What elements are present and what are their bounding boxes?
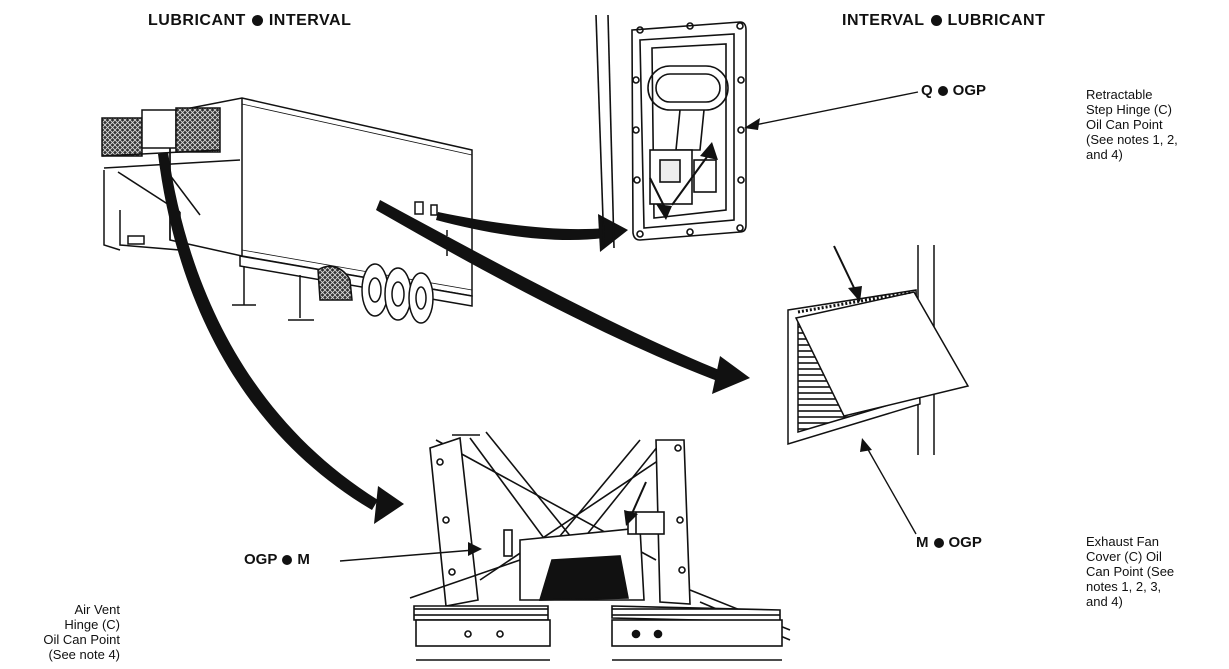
step-hinge-code: Q OGP — [921, 82, 986, 99]
header-left-lubricant: LUBRICANT — [148, 12, 246, 29]
exhaust-fan-detail — [787, 245, 970, 535]
fan-cover-interval: M — [916, 534, 929, 551]
note-line: Step Hinge (C) — [1086, 102, 1172, 117]
note-line: (See notes 1, 2, — [1086, 132, 1178, 147]
vent-hinge-code: OGP M — [244, 551, 310, 568]
step-hinge-interval: Q — [921, 82, 933, 99]
step-hinge-lubricant: OGP — [952, 82, 987, 99]
header-left-interval: INTERVAL — [268, 12, 352, 29]
note-line: Cover (C) Oil — [1086, 549, 1162, 564]
bullet-dot-icon — [937, 86, 948, 96]
fan-cover-note: Exhaust Fan Cover (C) Oil Can Point (See… — [1086, 534, 1174, 609]
note-line: Oil Can Point — [1086, 117, 1163, 132]
note-line: Retractable — [1086, 87, 1153, 102]
header-left: LUBRICANT INTERVAL — [148, 12, 351, 30]
note-line: Exhaust Fan — [1086, 534, 1159, 549]
note-line: Hinge (C) — [64, 617, 120, 632]
note-line: and 4) — [1086, 594, 1123, 609]
fan-cover-code: M OGP — [916, 534, 982, 551]
bullet-dot-icon — [251, 15, 263, 26]
header-right-lubricant: LUBRICANT — [947, 12, 1046, 29]
trailer-drawing — [101, 97, 473, 324]
vent-hinge-leader — [339, 542, 482, 562]
step-hinge-note: Retractable Step Hinge (C) Oil Can Point… — [1086, 87, 1178, 162]
bullet-dot-icon — [933, 538, 944, 548]
note-line: Can Point (See — [1086, 564, 1175, 579]
bullet-dot-icon — [282, 555, 293, 565]
vent-hinge-interval: M — [297, 551, 310, 568]
vent-hinge-lubricant: OGP — [244, 551, 278, 568]
note-line: Air Vent — [74, 602, 120, 617]
step-hinge-detail — [595, 14, 747, 249]
header-right: INTERVAL LUBRICANT — [842, 12, 1045, 30]
note-line: Oil Can Point — [43, 632, 120, 647]
bullet-dot-icon — [930, 15, 942, 26]
vent-hinge-note: Air Vent Hinge (C) Oil Can Point (See no… — [10, 602, 120, 662]
step-hinge-leader — [744, 91, 919, 130]
fan-cover-lubricant: OGP — [948, 534, 982, 551]
air-vent-detail — [409, 431, 791, 661]
header-right-interval: INTERVAL — [842, 12, 925, 29]
note-line: (See note 4) — [48, 647, 120, 662]
note-line: notes 1, 2, 3, — [1086, 579, 1162, 594]
note-line: and 4) — [1086, 147, 1123, 162]
